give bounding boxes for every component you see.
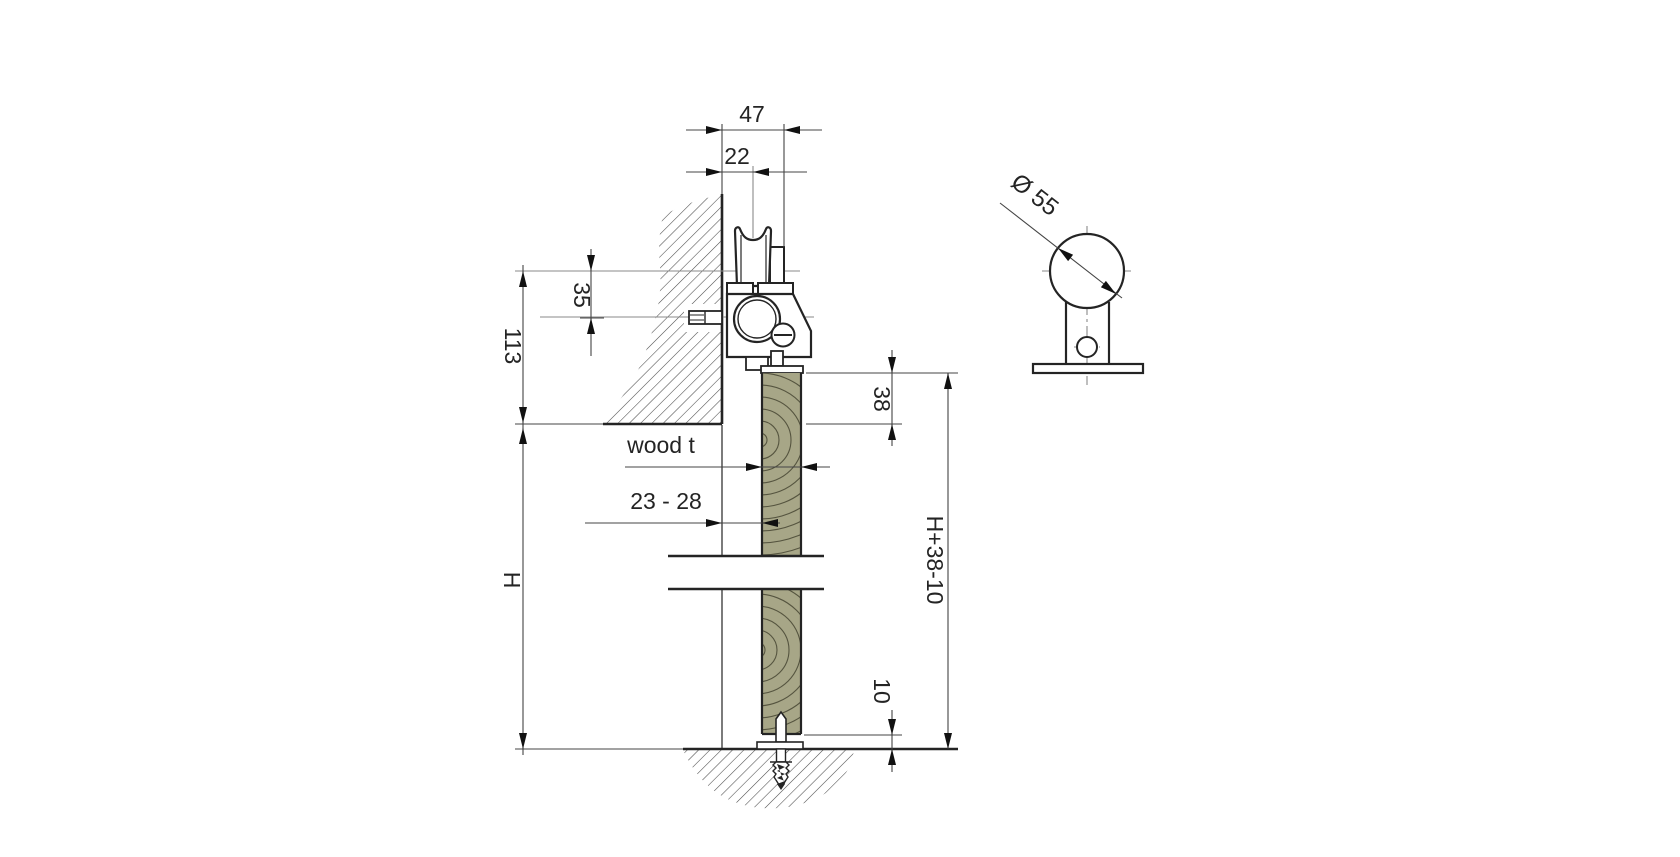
wall-hatch [603,194,722,424]
clamp-jaw-right [757,282,794,295]
detail-side-view: Ø 55 [999,168,1145,385]
bracket-hole-inner [737,299,777,339]
diameter-arrowheads [1058,248,1116,294]
stem-hole [1076,336,1098,358]
dim-wall-to-groove-label: 22 [724,143,750,169]
dim-axle-to-bolt-label: 35 [569,282,595,308]
wall-stud [688,310,723,325]
wood-grain-lower [762,589,801,734]
dim-top-width-label: 47 [739,101,765,127]
arrowheads [519,126,952,765]
dim-axle-to-wall-bottom-label: 113 [500,328,526,365]
anchor-shaft [775,748,787,763]
mounting-bracket [725,282,813,371]
base-flange [1031,362,1145,375]
floor [515,747,958,809]
wood-post [668,365,824,748]
anchor-screw-thread [777,764,785,790]
wall-section [603,194,724,426]
dimensions [515,124,958,772]
dim-door-top-inset-label: 38 [869,386,895,412]
dim-floor-clearance-label: 10 [869,678,895,704]
main-view: 47 22 35 113 wood t 23 - 28 H 38 H+38-10… [499,101,958,809]
dim-door-height-formula-label: H+38-10 [922,516,948,605]
pulley-wheel [733,226,773,288]
clamp-jaw-left [726,282,754,295]
guide-pin [775,710,787,743]
floor-hatch [683,750,854,809]
dim-wall-to-door-label: 23 - 28 [630,488,702,514]
floor-anchor [756,710,804,790]
wood-grain-upper [762,373,801,556]
post-cap [760,365,804,374]
anchor-plate [756,741,804,750]
dim-wood-thickness-label: wood t [626,432,695,458]
bracket-stem [770,350,784,367]
dim-height-label: H [499,572,525,589]
